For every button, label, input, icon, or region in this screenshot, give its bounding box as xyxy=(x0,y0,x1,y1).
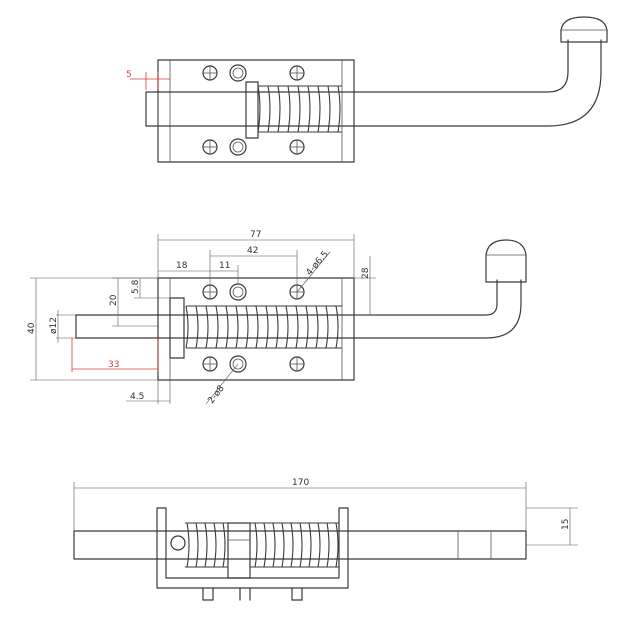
hole-note-leader: 4-ø6.5 xyxy=(296,249,331,293)
dim-11: 11 xyxy=(210,261,239,284)
dim-label-11: 11 xyxy=(219,261,230,271)
bottom-spring xyxy=(185,522,339,568)
bottom-cross-pin xyxy=(170,535,186,551)
bottom-view: 170 15 xyxy=(73,478,578,601)
dim-45: 4.5 xyxy=(126,380,171,404)
bottom-rod xyxy=(73,530,527,560)
middle-plate xyxy=(157,277,355,381)
dim-label-20: 20 xyxy=(109,294,119,306)
dim-pin-dia: ø12 xyxy=(49,310,76,343)
top-holes xyxy=(202,64,305,156)
hole-note-4-65: 4-ø6.5 xyxy=(305,249,331,277)
dim-label-5: 5 xyxy=(126,70,132,80)
top-plate xyxy=(157,59,355,163)
top-dim-5: 5 xyxy=(126,70,170,90)
dim-77: 77 xyxy=(157,230,355,278)
dim-42: 42 xyxy=(209,246,298,285)
dim-33: 33 xyxy=(71,338,159,372)
dim-label-pin-dia: ø12 xyxy=(49,317,59,334)
dim-label-42: 42 xyxy=(247,246,258,256)
middle-handle-cap xyxy=(485,239,527,283)
middle-rod xyxy=(75,279,498,316)
dim-label-33: 33 xyxy=(108,360,119,370)
dim-label-77: 77 xyxy=(250,230,261,240)
dim-label-18: 18 xyxy=(176,261,188,271)
bottom-collar xyxy=(227,522,251,579)
top-view: 5 xyxy=(126,16,608,163)
boss-note-leader: 2-ø8 xyxy=(205,363,239,406)
middle-spring xyxy=(185,305,342,349)
bottom-feet xyxy=(202,587,303,601)
top-rod xyxy=(145,39,569,93)
dim-label-28: 28 xyxy=(361,267,371,279)
boss-note-2-8: 2-ø8 xyxy=(206,384,226,406)
dim-28: 28 xyxy=(354,256,376,316)
dim-58: 5.8 xyxy=(131,278,170,299)
dim-15: 15 xyxy=(526,507,578,546)
dim-label-45: 4.5 xyxy=(130,392,144,402)
top-spring xyxy=(257,85,342,133)
dim-40: 40 xyxy=(27,277,158,381)
middle-view: 77 42 18 11 4-ø6.5 28 xyxy=(27,230,527,406)
dim-label-58: 5.8 xyxy=(131,279,141,294)
dim-label-170: 170 xyxy=(292,478,309,488)
bottom-bracket xyxy=(156,507,349,589)
dim-label-40: 40 xyxy=(27,322,37,334)
dim-label-15: 15 xyxy=(561,519,571,530)
dim-170: 170 xyxy=(73,478,527,531)
top-handle-cap xyxy=(560,16,608,43)
dim-18: 18 xyxy=(158,261,210,272)
